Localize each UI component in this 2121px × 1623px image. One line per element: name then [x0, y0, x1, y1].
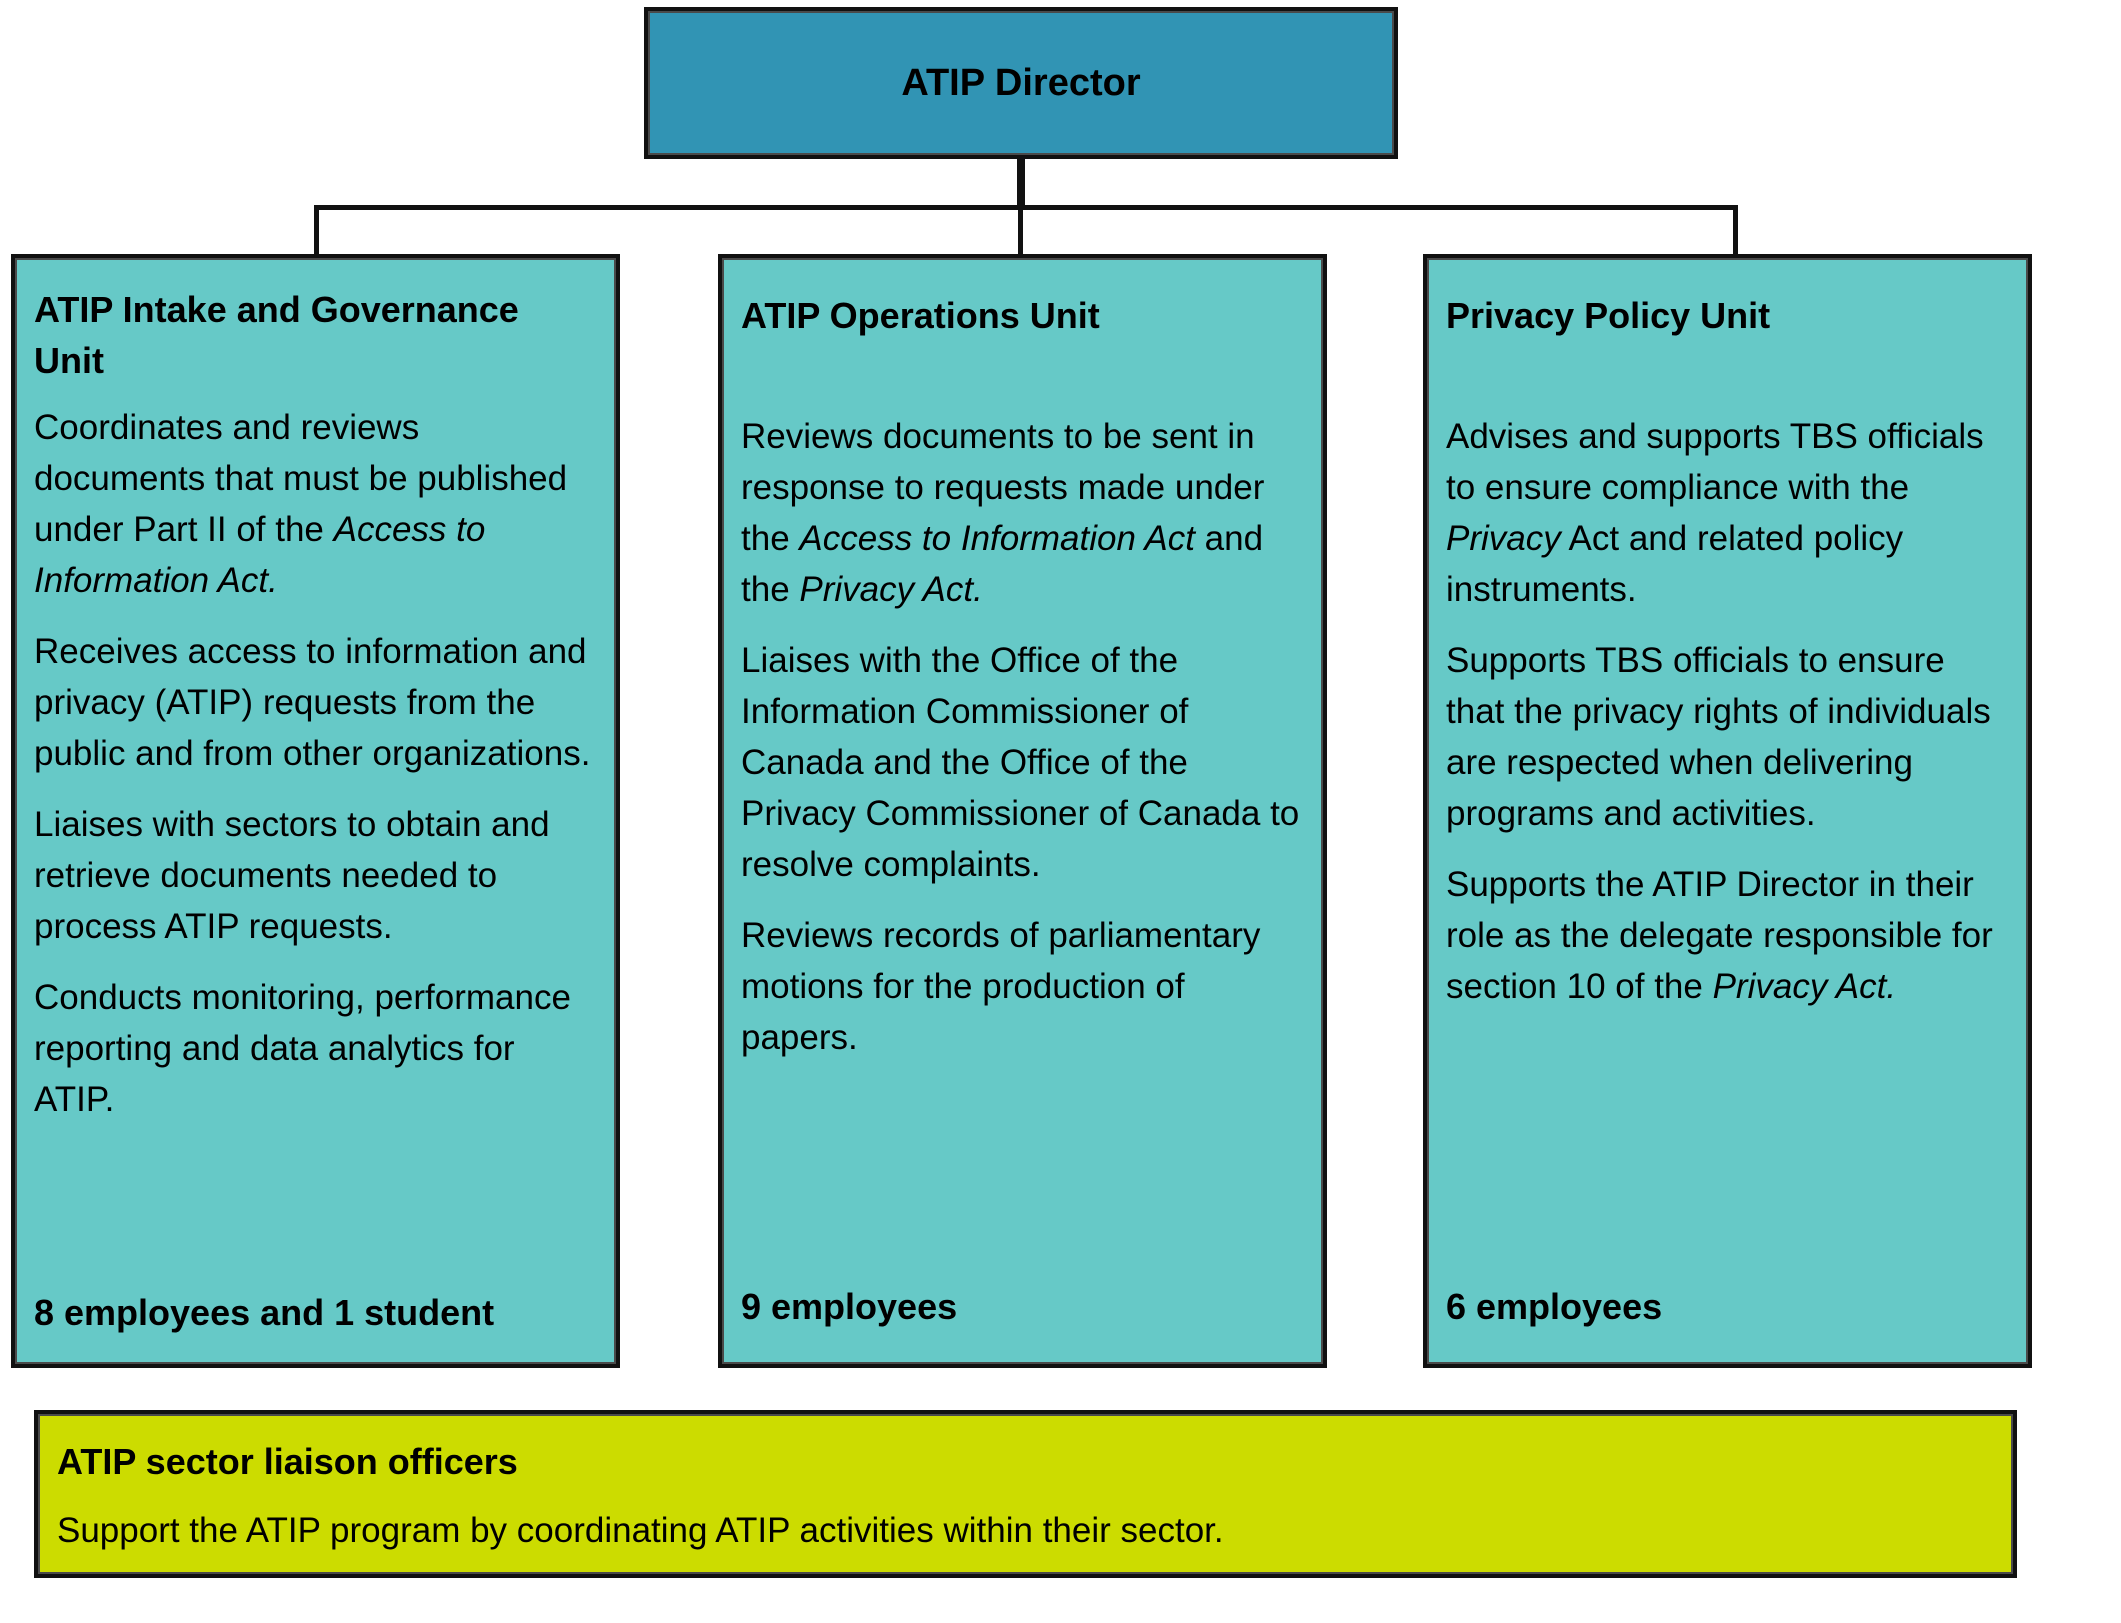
connector-right-drop: [1733, 205, 1738, 255]
unit-duty: Supports the ATIP Director in their role…: [1446, 865, 1993, 1006]
unit-duty: Supports TBS officials to ensure that th…: [1446, 641, 1991, 833]
unit-title: ATIP Operations Unit: [741, 295, 1100, 336]
connector-horizontal: [314, 205, 1738, 210]
unit-duty: Conducts monitoring, performance reporti…: [34, 978, 571, 1119]
liaison-title: ATIP sector liaison officers: [57, 1441, 518, 1482]
liaison-description: Support the ATIP program by coordinating…: [57, 1511, 1224, 1550]
sector-liaison-box: ATIP sector liaison officers Support the…: [34, 1410, 2017, 1578]
unit-duty: Reviews documents to be sent in response…: [741, 417, 1265, 609]
unit-staff-count: 6 employees: [1446, 1286, 1663, 1327]
operations-unit-box: ATIP Operations Unit Reviews documents t…: [718, 254, 1327, 1368]
intake-governance-unit-box: ATIP Intake and Governance Unit Coordina…: [11, 254, 620, 1368]
unit-duty: Advises and supports TBS officials to en…: [1446, 417, 1984, 609]
unit-description: Coordinates and reviews documents that m…: [34, 402, 598, 1125]
unit-description: Advises and supports TBS officials to en…: [1446, 411, 2010, 1012]
director-box: ATIP Director: [644, 7, 1398, 159]
connector-director-down: [1017, 159, 1025, 210]
unit-duty: Receives access to information and priva…: [34, 632, 591, 773]
unit-duty: Reviews records of parliamentary motions…: [741, 916, 1261, 1057]
connector-left-drop: [314, 205, 319, 255]
unit-staff-count: 8 employees and 1 student: [34, 1292, 495, 1333]
unit-duty: Liaises with the Office of the Informati…: [741, 641, 1300, 884]
privacy-policy-unit-box: Privacy Policy Unit Advises and supports…: [1423, 254, 2032, 1368]
connector-middle-drop: [1018, 205, 1023, 255]
unit-staff-count: 9 employees: [741, 1286, 958, 1327]
unit-duty: Coordinates and reviews documents that m…: [34, 408, 568, 600]
unit-description: Reviews documents to be sent in response…: [741, 411, 1305, 1063]
unit-title: ATIP Intake and Governance Unit: [34, 289, 519, 381]
unit-title: Privacy Policy Unit: [1446, 295, 1771, 336]
director-title: ATIP Director: [901, 61, 1141, 104]
unit-duty: Liaises with sectors to obtain and retri…: [34, 805, 550, 946]
